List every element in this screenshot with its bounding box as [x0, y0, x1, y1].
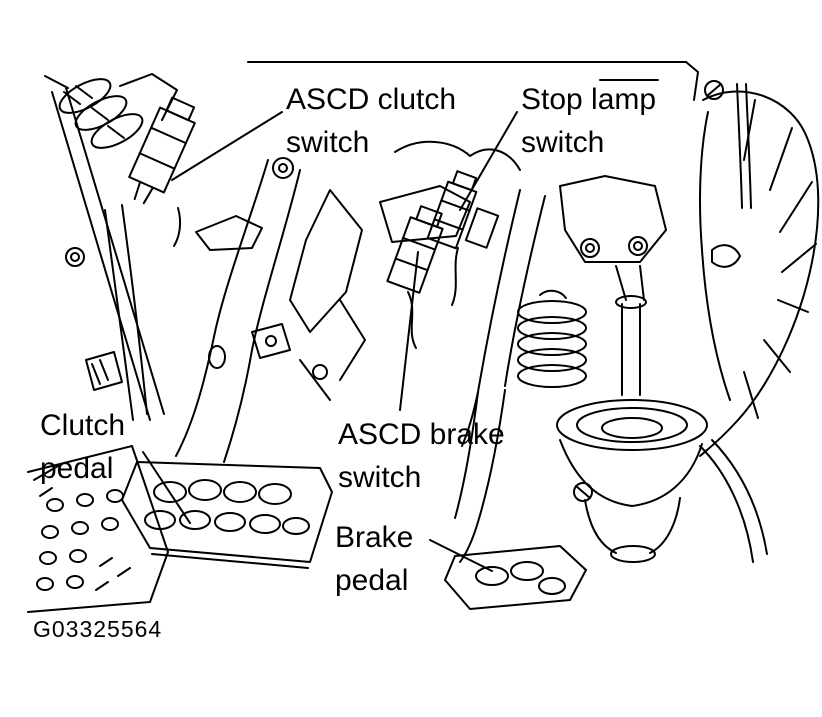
upper-left-cluster-art	[44, 73, 178, 391]
figure-id: G03325564	[33, 616, 163, 642]
brake-pedal-label: Brake pedal	[335, 516, 413, 602]
label-line: Clutch	[40, 409, 126, 442]
label-line: pedal	[335, 564, 409, 597]
upper-bracket-art	[195, 140, 521, 333]
label-line: switch	[338, 461, 422, 494]
label-line: Stop lamp	[521, 83, 657, 116]
ascd-brake-switch-art	[379, 185, 471, 349]
ascd-clutch-switch-label: ASCD clutch switch	[286, 78, 456, 164]
dash-panel-art	[247, 61, 752, 209]
leader-clutch-pedal	[142, 451, 191, 524]
floor-pad-art	[27, 445, 169, 613]
brake-pedal-art	[444, 389, 587, 610]
label-line: ASCD brake	[338, 418, 505, 451]
ascd-brake-switch-label: ASCD brake switch	[338, 413, 505, 499]
firewall-booster-art	[699, 90, 820, 457]
stop-lamp-switch-art	[426, 170, 500, 306]
clutch-pedal-pad-art	[121, 461, 333, 569]
label-line: Brake	[335, 521, 414, 554]
brake-bracket-art	[461, 175, 768, 563]
clutch-pedal-label: Clutch pedal	[40, 404, 125, 490]
leader-brake-pedal	[429, 539, 493, 572]
label-line: switch	[286, 126, 370, 159]
label-line: pedal	[40, 452, 114, 485]
ascd-clutch-switch-art	[128, 96, 196, 247]
leader-ascd-clutch-switch	[171, 111, 283, 181]
clutch-pedal-arm-art	[175, 157, 366, 463]
diagonal-rod-art	[51, 87, 165, 421]
leader-ascd-brake-switch	[399, 251, 419, 411]
mid-bracket-art	[208, 299, 366, 401]
label-line: switch	[521, 126, 605, 159]
label-line: ASCD clutch	[286, 83, 457, 116]
leader-stop-lamp-switch	[459, 111, 518, 211]
stop-lamp-switch-label: Stop lamp switch	[521, 78, 656, 164]
leader-lines	[142, 111, 518, 572]
